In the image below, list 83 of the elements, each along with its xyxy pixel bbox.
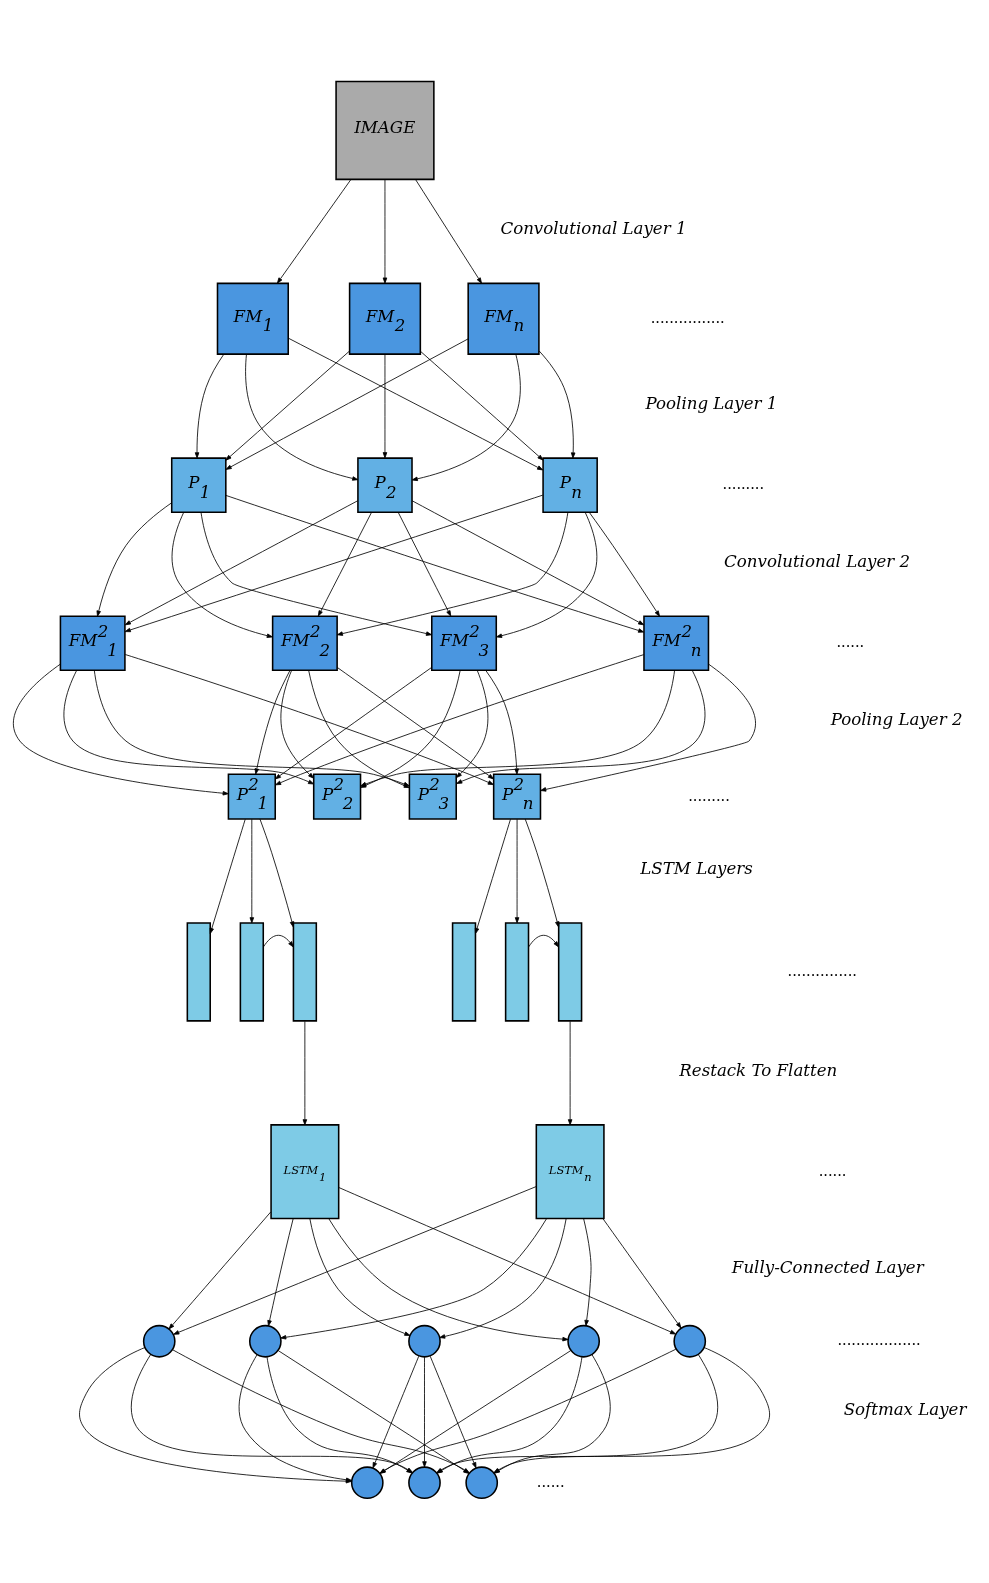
arrow [527,934,559,948]
arrow [411,500,644,626]
label: Fully-Connected Layer [731,1258,924,1278]
arrow [249,818,254,924]
arrow [382,353,387,459]
arrow [172,1186,537,1335]
arrow [474,818,511,934]
arrow [209,818,246,934]
arrow [538,350,575,459]
arrow [414,179,482,284]
arrow [279,670,314,779]
node-circle [407,1324,441,1358]
label: Pooling Layer 1 [645,394,777,414]
arrow [302,1020,307,1126]
arrow [484,670,519,775]
arrow [421,1356,427,1468]
node-box: IMAGE [334,80,435,181]
label: ................ [650,308,725,326]
arrow [429,1355,476,1469]
arrow [124,494,543,633]
node-circle [566,1324,600,1358]
label: Pooling Layer 2 [830,710,962,730]
arrow [397,511,451,617]
arrow [337,1187,676,1335]
arrow [419,351,543,461]
arrow [225,350,350,461]
arrow [588,511,660,617]
arrow [12,663,229,796]
arrow [336,512,568,636]
arrow [276,179,351,284]
arrow [259,818,294,928]
arrow [124,500,358,626]
arrow [582,1218,591,1326]
node-bar [239,922,264,1022]
arrow [225,495,644,633]
label: Restack To Flatten [678,1060,837,1080]
arrow [244,353,358,481]
label: ...... [835,633,864,651]
node-circle [248,1324,282,1358]
label: ...... [536,1472,565,1490]
arrow [524,818,559,928]
arrow [327,1218,568,1342]
label: .................. [836,1331,921,1349]
node-bar [451,922,476,1022]
arrow [495,511,597,638]
arrow [455,670,705,784]
arrow [382,179,387,284]
label: LSTM Layers [639,858,753,878]
label: Convolutional Layer 2 [723,552,910,572]
arrow [274,667,432,780]
label: Convolutional Layer 1 [499,219,687,239]
label: Softmax Layer [843,1399,966,1419]
arrow [63,670,314,785]
arrow [96,502,172,617]
arrow [262,934,294,948]
label: ......... [722,475,764,493]
arrow [539,663,756,792]
arrow [514,818,519,924]
arrow [279,1218,547,1340]
arrow [336,667,494,780]
node-bar [504,922,529,1022]
arrow [254,670,290,775]
arrow [308,1218,410,1336]
arrow [200,512,432,636]
arrow [266,1218,294,1327]
arrow [438,1218,567,1339]
arrow [317,511,372,617]
arrow [411,354,521,482]
node-bar [292,922,317,1022]
arrow [225,338,468,470]
arrow [372,1355,419,1469]
arrow [194,353,224,459]
arrow [455,670,488,778]
label: ......... [687,786,730,804]
label: ............... [787,961,857,979]
label: ...... [818,1161,846,1179]
arrow [602,1218,681,1329]
node-bar [186,922,211,1022]
arrow [171,511,273,638]
arrow [168,1211,271,1330]
arrow [287,337,543,471]
arrow [567,1020,572,1126]
node-bar [557,922,582,1022]
